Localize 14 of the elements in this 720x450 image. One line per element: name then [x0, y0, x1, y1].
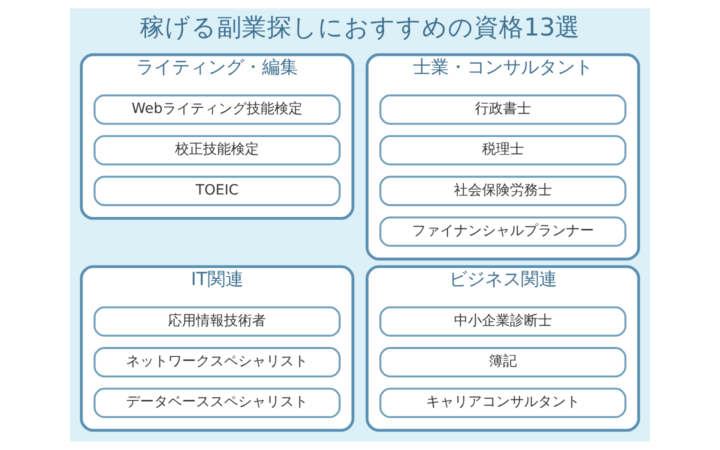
node-box: Webライティング技能検定: [94, 94, 341, 125]
node-box: 社会保険労務士: [379, 176, 626, 206]
node-box: 中小企業診断士: [379, 306, 626, 337]
node-box: ファイナンシャルプランナー: [379, 216, 626, 247]
node-box: 簿記: [379, 347, 626, 378]
node-box: データベーススペシャリスト: [94, 388, 341, 418]
node-box: 税理士: [379, 135, 626, 166]
node-box: 校正技能検定: [94, 135, 341, 166]
diagram-title: 稼げる副業探しにおすすめの資格13選: [140, 12, 580, 42]
node-box: ネットワークスペシャリスト: [94, 347, 341, 378]
node-box: 応用情報技術者: [94, 306, 341, 337]
node-box: キャリアコンサルタント: [379, 388, 626, 418]
node-box: 行政書士: [379, 94, 626, 125]
node-box: TOEIC: [94, 176, 341, 206]
